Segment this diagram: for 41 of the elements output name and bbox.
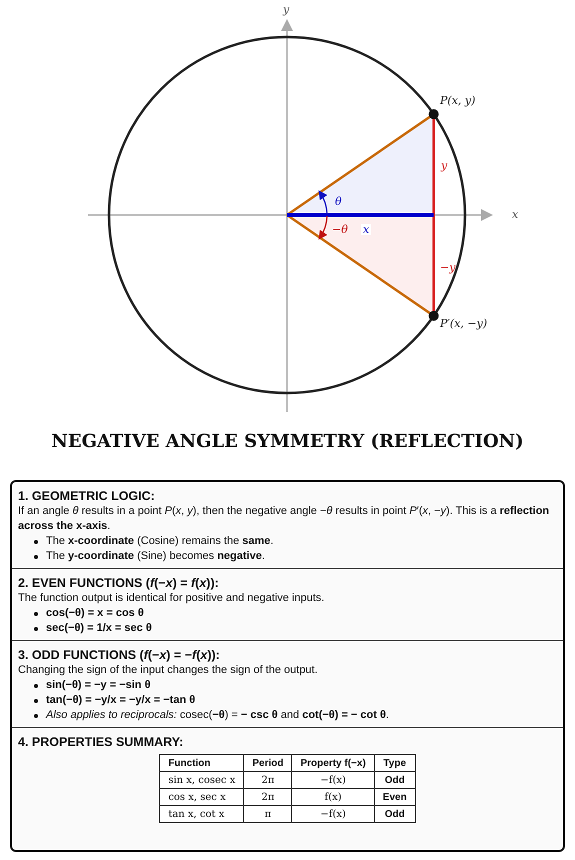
- segment-label: y: [441, 160, 448, 171]
- table-cell: tan x, cot x: [160, 806, 244, 822]
- table-cell: sin x, cosec x: [160, 772, 244, 788]
- table-cell: 2π: [244, 772, 292, 788]
- table-cell: −f(x): [292, 806, 374, 822]
- table-cell: Even: [374, 788, 416, 806]
- bullet-item: The y-coordinate (Sine) becomes negative.: [46, 549, 265, 564]
- section-heading: 2. EVEN FUNCTIONS (f(−x) = f(x)):: [18, 575, 220, 591]
- table-cell: cos x, sec x: [160, 788, 244, 806]
- table-cell: π: [244, 806, 292, 822]
- bullet-item: tan(−θ) = −y/x = −y/x = −tan θ: [46, 693, 196, 708]
- point-label: P′(x, −y): [440, 318, 488, 329]
- point-label: P(x, y): [440, 95, 476, 106]
- section-heading: 4. PROPERTIES SUMMARY:: [18, 734, 184, 750]
- table-cell: f(x): [292, 788, 374, 806]
- axis-label: x: [512, 209, 518, 220]
- table-header-cell: Period: [244, 754, 292, 772]
- section-heading: 1. GEOMETRIC LOGIC:: [18, 488, 156, 504]
- segment-label: x: [361, 224, 372, 235]
- section-heading: 3. ODD FUNCTIONS (f(−x) = −f(x)):: [18, 647, 221, 663]
- section-text: If an angle θ results in a point P(x, y), then the negative angle −θ results in point P′(x, −y). This is a reflection across the x-axis.: [18, 504, 550, 534]
- table-header-cell: Function: [160, 754, 244, 772]
- table-cell: 2π: [244, 788, 292, 806]
- angle-label: −θ: [332, 224, 348, 235]
- axis-label: y: [283, 4, 290, 15]
- info-panel: [10, 480, 565, 852]
- bullet-item: sin(−θ) = −y = −sin θ: [46, 678, 151, 693]
- bullet-item: sec(−θ) = 1/x = sec θ: [46, 621, 152, 636]
- diagram-title: NEGATIVE ANGLE SYMMETRY (REFLECTION): [50, 430, 525, 454]
- table-header-cell: Property f(−x): [292, 754, 374, 772]
- bullet-item: cos(−θ) = x = cos θ: [46, 606, 144, 621]
- table-header-cell: Type: [374, 754, 416, 772]
- bullet-item: The x-coordinate (Cosine) remains the same.: [46, 534, 274, 549]
- section-text: Changing the sign of the input changes the sign of the output.: [18, 663, 319, 678]
- table-cell: Odd: [374, 806, 416, 822]
- segment-label: −y: [440, 262, 456, 273]
- table-cell: Odd: [374, 772, 416, 788]
- angle-label: θ: [335, 196, 342, 207]
- section-text: The function output is identical for positive and negative inputs.: [18, 591, 326, 606]
- table-cell: −f(x): [292, 772, 374, 788]
- bullet-item: Also applies to reciprocals: cosec(−θ) = − csc θ and cot(−θ) = − cot θ.: [46, 708, 389, 723]
